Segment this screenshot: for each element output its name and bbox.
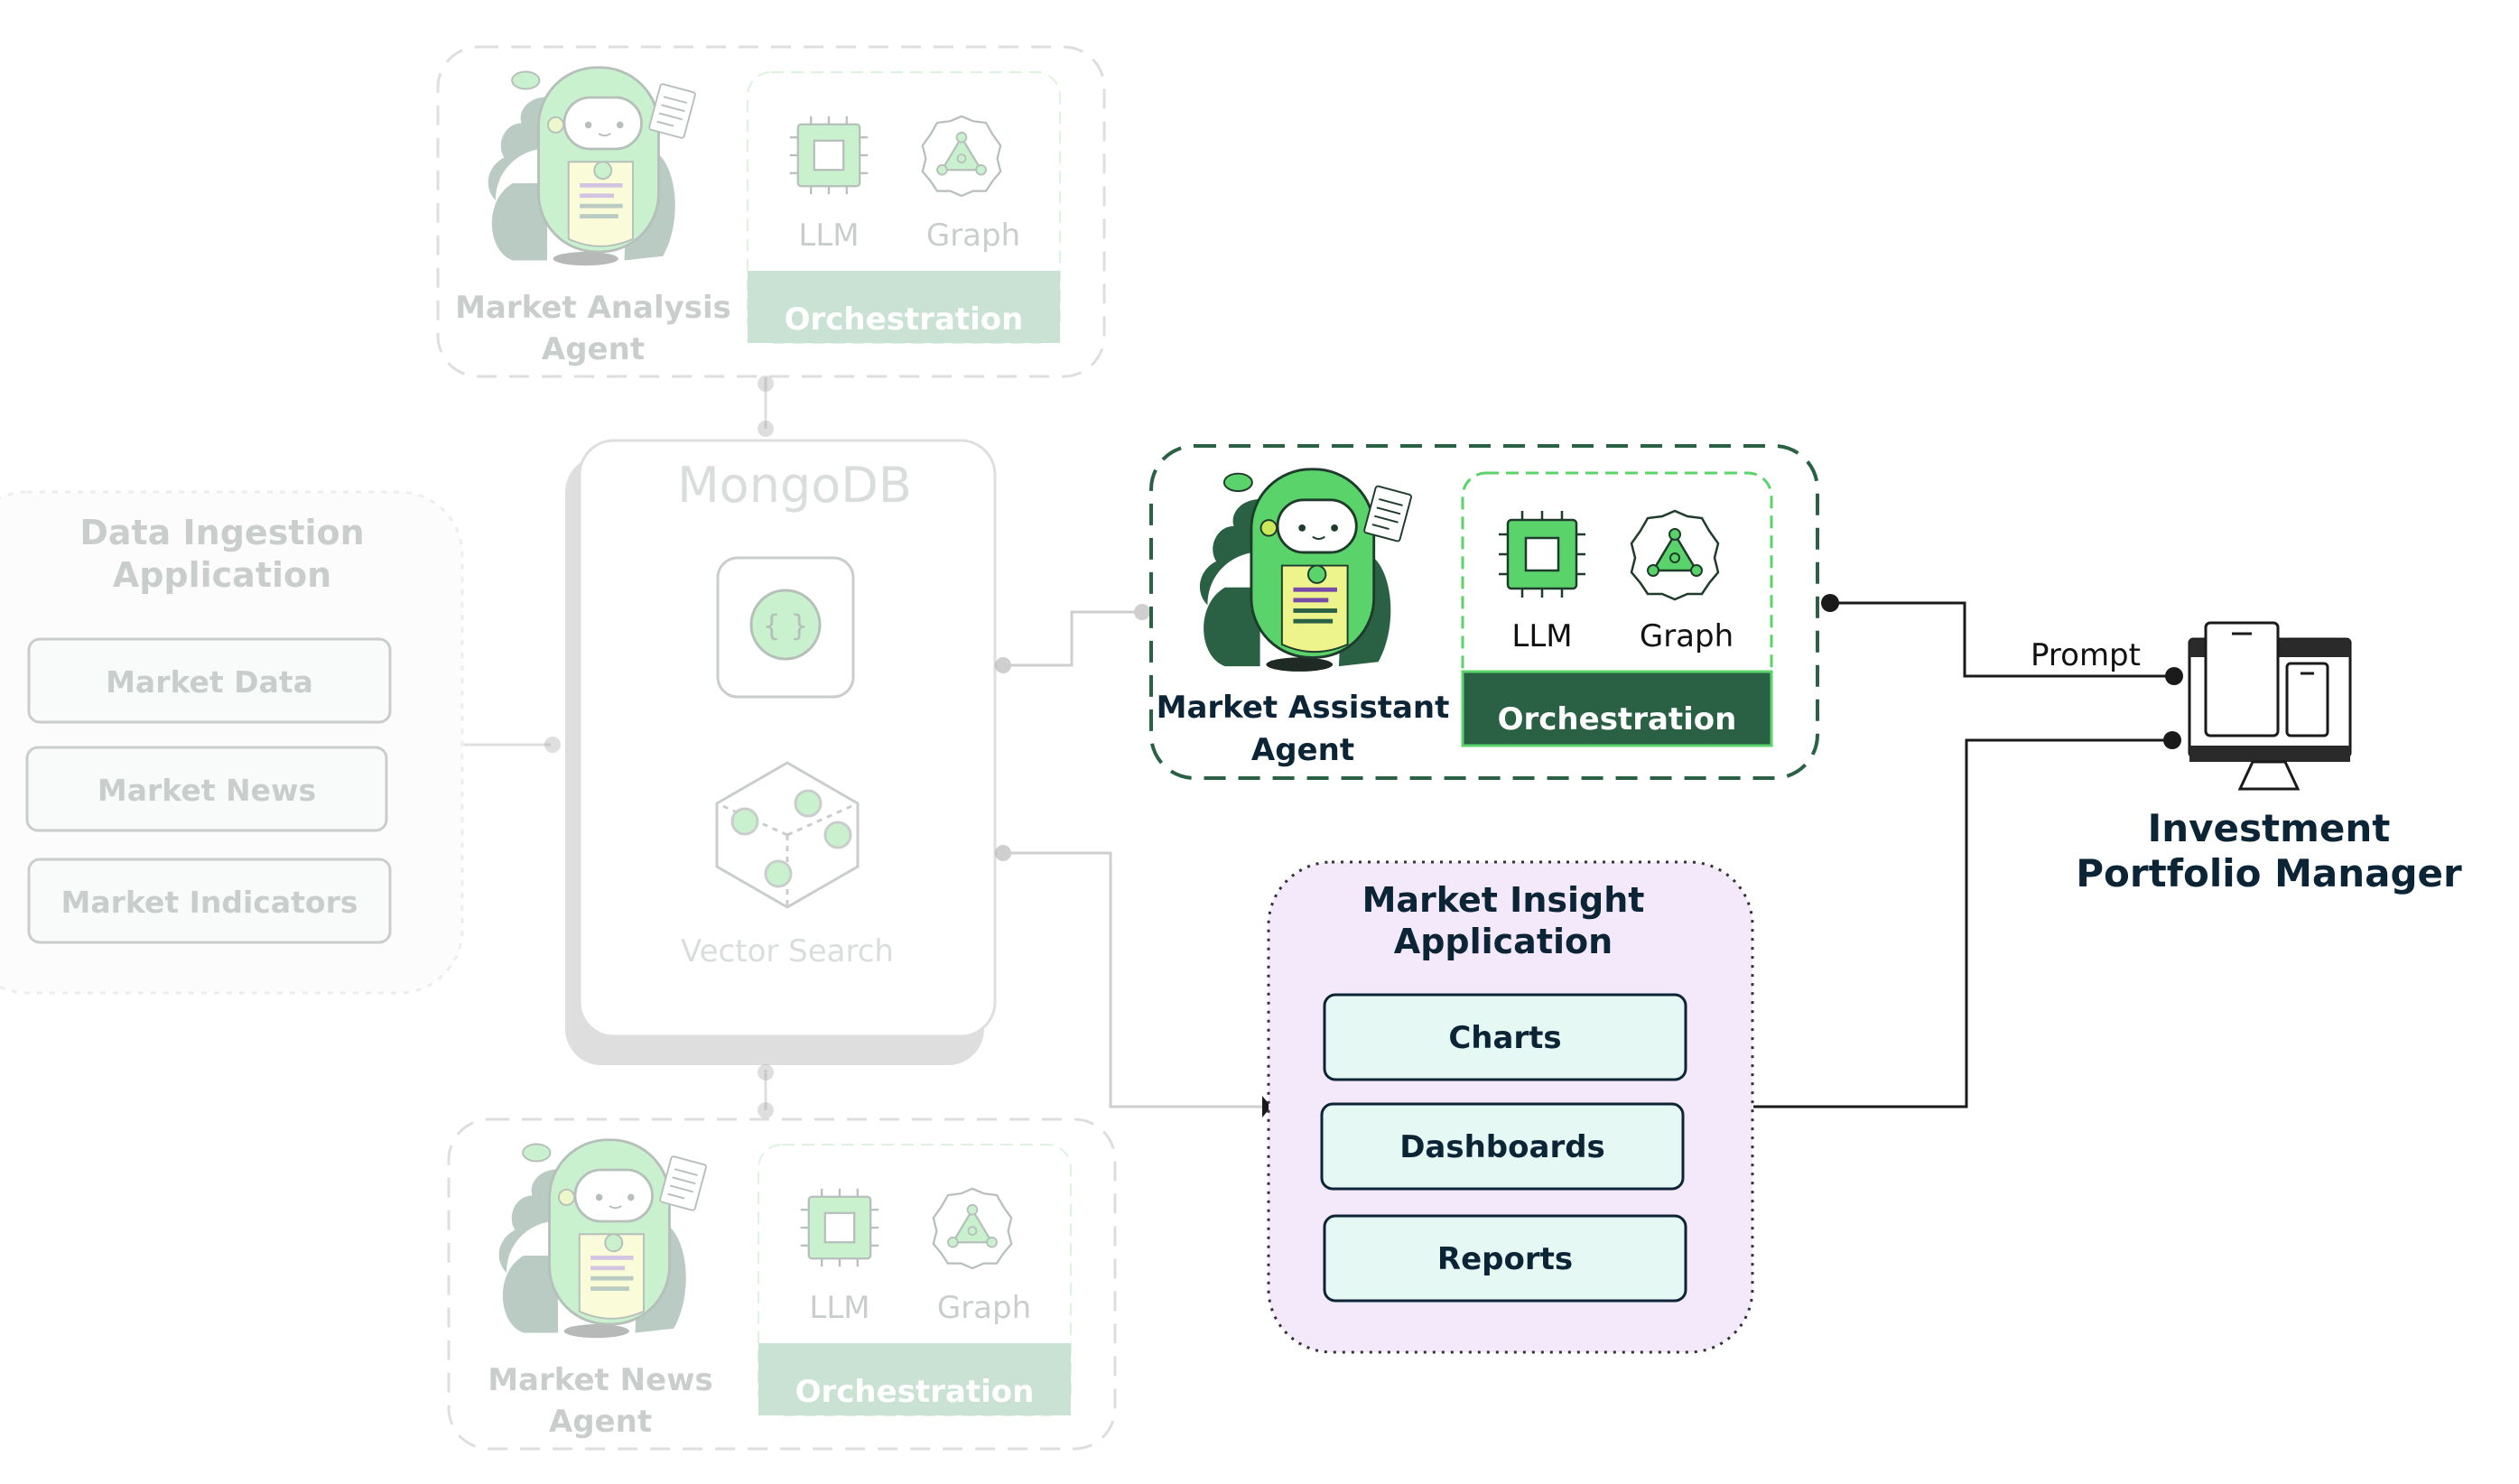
graph-label: Graph	[937, 1290, 1031, 1326]
graph-network-icon	[1630, 509, 1720, 601]
market-news-agent-name-2: Agent	[549, 1404, 652, 1440]
market-news-label: Market News	[98, 773, 316, 808]
graph-network-icon	[932, 1187, 1013, 1270]
orchestration-bar	[748, 271, 1060, 343]
market-data-label: Market Data	[106, 664, 313, 700]
mongodb-title: MongoDB	[677, 457, 912, 514]
connectors-faded	[464, 377, 767, 1110]
orchestration-label: Orchestration	[785, 301, 1024, 338]
dashboards-button[interactable]: Dashboards	[1320, 1102, 1685, 1191]
orchestration-label: Orchestration	[1498, 701, 1737, 737]
orchestration-bar	[758, 1343, 1071, 1415]
vector-search-label: Vector Search	[681, 933, 894, 969]
prompt-label: Prompt	[2031, 637, 2141, 673]
market-indicators-label: Market Indicators	[61, 885, 358, 920]
desktop-devices-icon	[2188, 621, 2352, 791]
reports-button[interactable]: Reports	[1323, 1214, 1687, 1303]
market-news-tools-frame	[758, 1144, 1072, 1416]
graph-label: Graph	[1640, 618, 1734, 654]
market-assistant-agent-frame	[1149, 444, 1819, 780]
orchestration-label: Orchestration	[795, 1374, 1035, 1410]
connectors-to-portfolio-manager	[1753, 601, 2174, 1108]
market-insight-title-2: Application	[1394, 922, 1613, 961]
json-document-icon	[716, 556, 855, 699]
charts-button[interactable]: Charts	[1323, 993, 1687, 1081]
llm-label: LLM	[809, 1290, 869, 1326]
reports-label: Reports	[1437, 1241, 1573, 1277]
market-news-agent: Market News Agent LLM Graph Orchestratio…	[447, 1118, 1117, 1451]
mongodb-frame	[578, 439, 997, 1038]
market-assistant-agent: Market Assistant Agent LLM Graph Orchest…	[1149, 444, 1819, 780]
orchestration-bar	[1461, 670, 1773, 747]
mongodb-shadow	[565, 456, 984, 1065]
connectors-mongodb-to-apps	[1002, 610, 1266, 1108]
llm-label: LLM	[798, 218, 859, 254]
charts-label: Charts	[1448, 1020, 1561, 1056]
llm-label: LLM	[1511, 618, 1572, 654]
data-ingestion-title-2: Application	[113, 555, 331, 595]
market-assistant-tools-frame	[1461, 471, 1773, 747]
portfolio-manager-title-2: Portfolio Manager	[2076, 851, 2462, 895]
robot-agent-icon	[1198, 468, 1414, 673]
market-assistant-agent-name: Market Assistant	[1157, 690, 1450, 726]
data-ingestion-application: Data Ingestion Application Market Data M…	[0, 490, 464, 995]
connector-dots-dark	[1262, 594, 2183, 1118]
data-ingestion-frame	[0, 490, 464, 995]
investment-portfolio-manager: Investment Portfolio Manager	[2076, 621, 2462, 895]
market-news-agent-frame	[447, 1118, 1117, 1451]
market-news-agent-name: Market News	[488, 1362, 713, 1398]
faded-connector-dots	[544, 376, 774, 1118]
robot-agent-icon	[487, 66, 698, 267]
market-assistant-agent-name-2: Agent	[1251, 732, 1354, 768]
market-analysis-agent-frame	[436, 45, 1106, 378]
market-insight-application: Market Insight Application Charts Dashbo…	[1267, 860, 1754, 1354]
chip-icon	[788, 115, 869, 196]
robot-agent-icon	[497, 1138, 709, 1340]
market-analysis-agent-name: Market Analysis	[455, 290, 731, 326]
data-ingestion-title: Data Ingestion	[79, 513, 364, 552]
market-insight-title: Market Insight	[1362, 880, 1645, 920]
market-data-item	[27, 637, 392, 724]
json-badge	[749, 589, 822, 661]
connector-dots-light	[995, 604, 1150, 861]
market-indicators-item	[27, 858, 392, 944]
chip-icon	[1497, 509, 1587, 599]
market-analysis-agent-name-2: Agent	[542, 331, 645, 367]
graph-network-icon	[921, 115, 1002, 198]
mongodb-cluster: MongoDB { } Vector Search	[565, 439, 997, 1065]
dashboards-label: Dashboards	[1399, 1129, 1605, 1165]
vector-cube-icon	[715, 761, 860, 909]
market-news-item	[25, 746, 388, 832]
market-analysis-agent: Market Analysis Agent LLM Graph Orchestr…	[436, 45, 1106, 378]
json-symbol: { }	[763, 608, 809, 643]
market-analysis-tools-frame	[747, 71, 1061, 344]
graph-label: Graph	[926, 218, 1020, 254]
portfolio-manager-title: Investment	[2148, 806, 2391, 850]
chip-icon	[799, 1187, 880, 1268]
